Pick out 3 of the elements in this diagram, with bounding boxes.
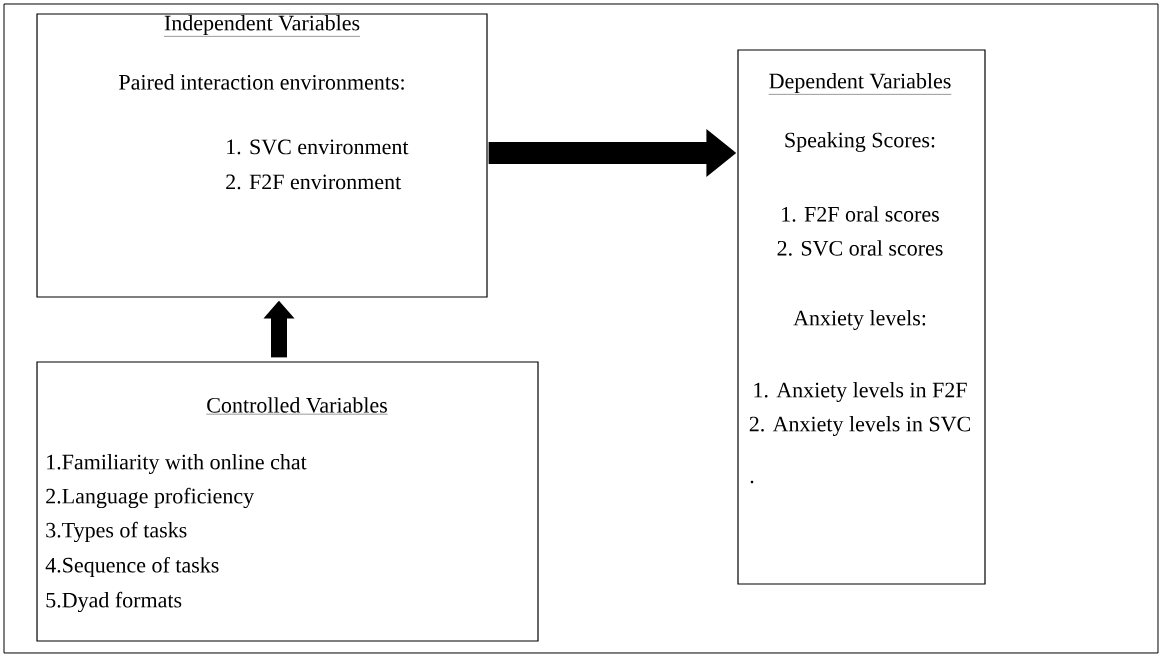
variables-box: Independent Variables Paired interaction environments: 1. SVC environment 2. F2F environment bbox=[36, 13, 488, 298]
variables-box: Dependent Variables Speaking Scores: 1. F2F oral scores 2. SVC oral scores Anxiety levels: 1. Anxiety levels in F2F 2. Anxiety levels in SVC . bbox=[737, 49, 986, 585]
variables-box: Controlled Variables 1.Familiarity with online chat 2.Language proficiency 3.Types of tasks 4.Sequence of tasks 5.Dyad formats bbox=[36, 361, 539, 642]
